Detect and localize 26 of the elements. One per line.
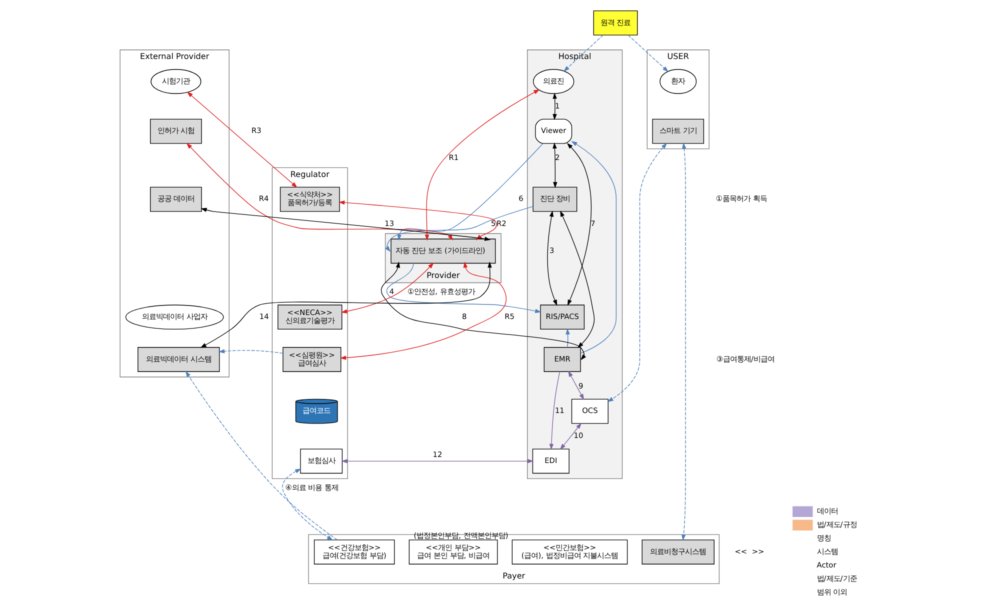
arrow xyxy=(384,206,533,252)
arrow xyxy=(566,142,592,306)
arrow xyxy=(559,422,582,450)
arrow xyxy=(548,371,560,450)
arrow xyxy=(627,34,668,72)
arrow xyxy=(340,459,534,464)
arrow xyxy=(552,92,556,120)
arrow xyxy=(218,349,283,354)
arrow xyxy=(568,370,584,400)
arrow xyxy=(339,262,506,360)
arrow xyxy=(606,142,667,402)
arrow xyxy=(546,210,557,306)
arrow xyxy=(200,262,492,348)
arrow xyxy=(340,262,434,314)
arrow xyxy=(552,142,557,188)
arrow xyxy=(563,34,603,72)
arrow xyxy=(186,92,297,188)
arrow xyxy=(184,370,337,540)
arrow xyxy=(386,262,541,314)
arrow xyxy=(380,262,586,360)
arrow xyxy=(186,142,453,240)
arrow xyxy=(570,140,616,354)
arrow xyxy=(681,142,686,541)
arrow xyxy=(560,210,594,348)
arrow xyxy=(282,468,333,540)
arrow xyxy=(565,328,570,348)
